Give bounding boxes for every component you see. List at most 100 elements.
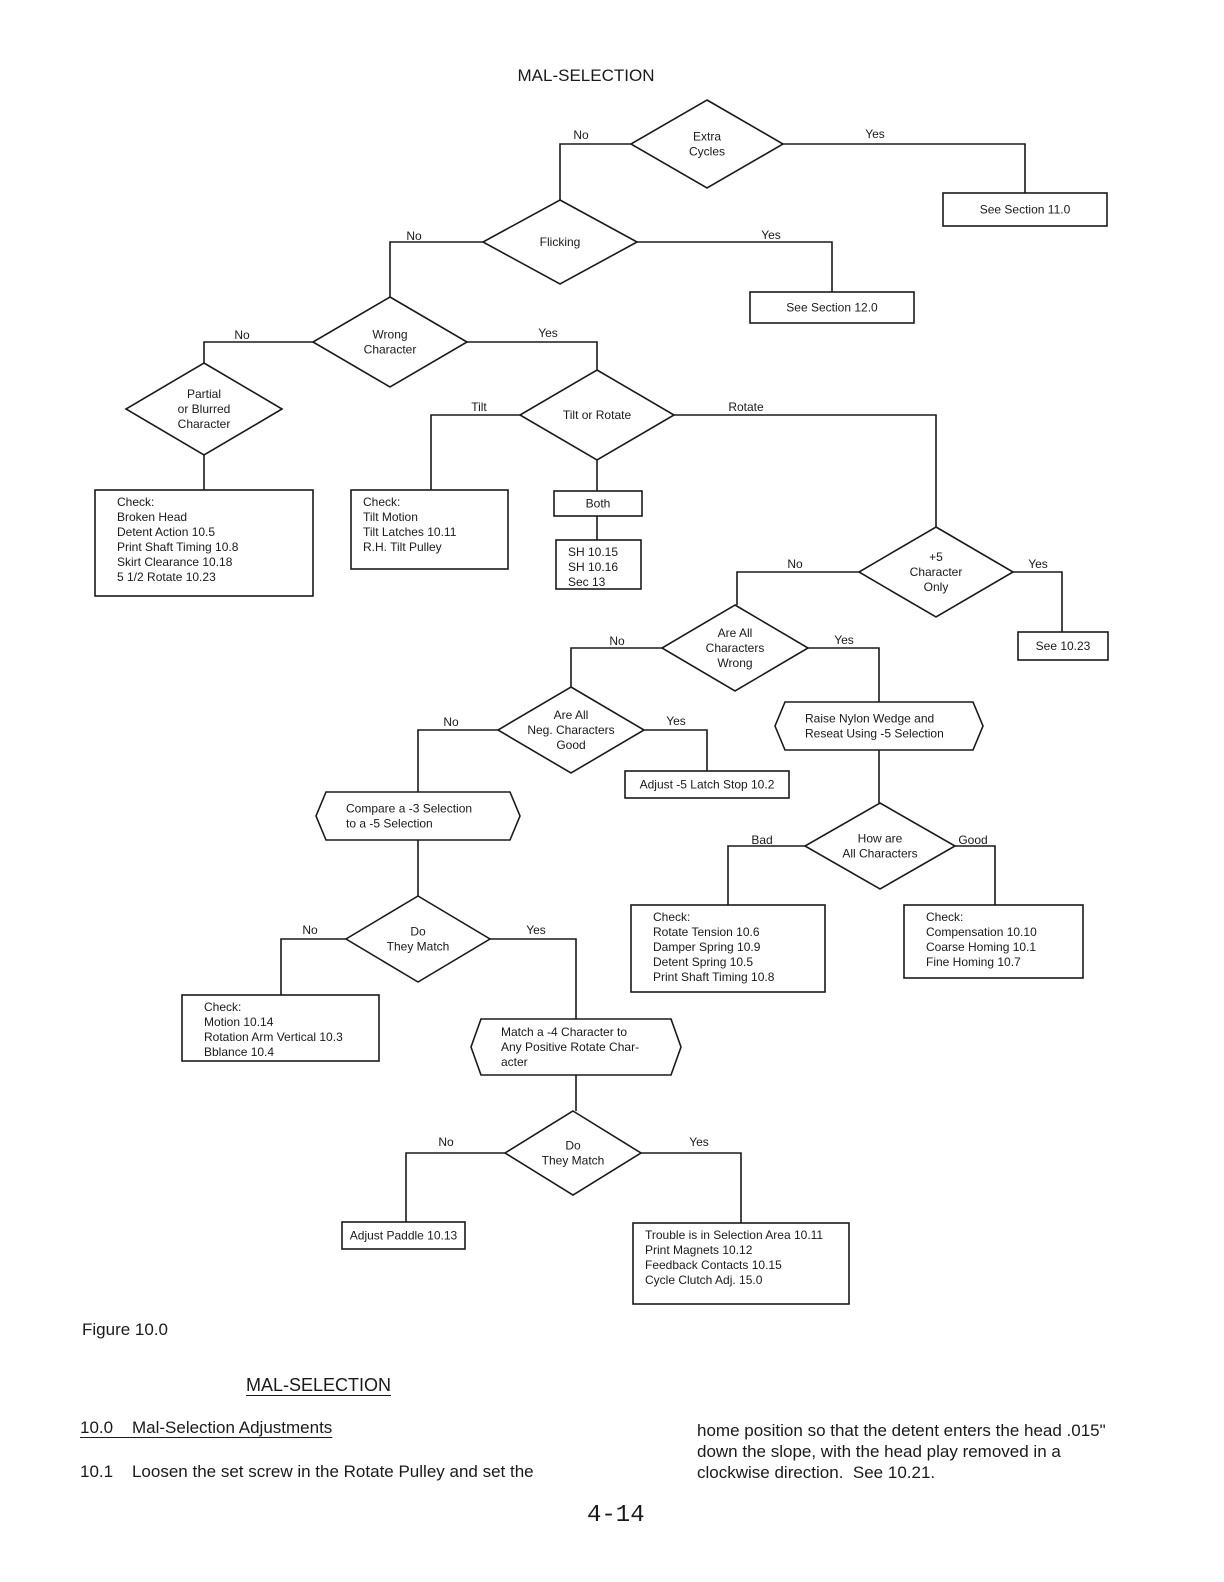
edge-label-match1-yes: Yes [526, 923, 546, 937]
allwrong-label: Characters [706, 641, 765, 655]
chart-title: MAL-SELECTION [518, 66, 655, 85]
section-heading: 10.0 Mal-Selection Adjustments [80, 1418, 333, 1437]
checkrot-label: Detent Spring 10.5 [653, 955, 753, 969]
plus5-label: Character [910, 565, 963, 579]
edge-label-flick-yes: Yes [761, 228, 781, 242]
connector-line [1013, 571, 1063, 632]
connector-line [955, 845, 996, 905]
howare-label: All Characters [842, 847, 917, 861]
plus5-label: +5 [929, 550, 943, 564]
checkmot-label: Rotation Arm Vertical 10.3 [204, 1030, 343, 1044]
allwrong-label: Wrong [717, 656, 752, 670]
section-title: MAL-SELECTION [246, 1375, 392, 1395]
edge-label-flick-no: No [406, 229, 422, 243]
process-box [749, 291, 915, 324]
edge-label-neggood-no: No [443, 715, 459, 729]
extra-label: Cycles [689, 145, 725, 159]
process-box [341, 1221, 466, 1250]
partial-label: Partial [187, 387, 221, 401]
paddle-label: Adjust Paddle 10.13 [350, 1229, 458, 1243]
sh-label: SH 10.15 [568, 545, 618, 559]
check1-label: Print Shaft Timing 10.8 [117, 540, 239, 554]
sh-label: SH 10.16 [568, 560, 618, 574]
trouble-label: Print Magnets 10.12 [645, 1243, 753, 1257]
raise-label: Reseat Using -5 Selection [805, 727, 944, 741]
paragraph-right-line: down the slope, with the head play remov… [697, 1442, 1061, 1461]
checkrot-label: Damper Spring 10.9 [653, 940, 761, 954]
adjlatch-label: Adjust -5 Latch Stop 10.2 [640, 778, 775, 792]
trouble-label: Feedback Contacts 10.15 [645, 1258, 782, 1272]
howare-label: How are [858, 832, 903, 846]
process-box [350, 489, 509, 570]
edge-label-match2-no: No [438, 1135, 454, 1149]
edge-label-extra-no: No [573, 128, 589, 142]
check1-label: Skirt Clearance 10.18 [117, 555, 233, 569]
edge-label-howare-good: Good [958, 833, 987, 847]
checkcomp-label: Coarse Homing 10.1 [926, 940, 1036, 954]
edge-label-allwrong-yes: Yes [834, 633, 854, 647]
connector-line [467, 341, 598, 370]
checkmot-label: Check: [204, 1000, 241, 1014]
connector-line [808, 647, 880, 702]
connector-line [570, 647, 662, 687]
connector-line [490, 938, 577, 1019]
see1023-label: See 10.23 [1036, 639, 1091, 653]
connector-line [644, 729, 708, 771]
decision-diamond [660, 604, 810, 692]
process-box [181, 994, 380, 1062]
process-box [553, 490, 643, 517]
match1-label: They Match [387, 940, 450, 954]
check1-label: Broken Head [117, 510, 187, 524]
connector-line [280, 938, 346, 995]
partial-label: or Blurred [178, 402, 231, 416]
process-box [1017, 631, 1109, 661]
process-box [624, 770, 790, 799]
process-box [903, 904, 1084, 979]
match4-label: Match a -4 Character to [501, 1025, 627, 1039]
neggood-label: Are All [554, 708, 589, 722]
decision-diamond [311, 296, 469, 388]
match2-label: Do [565, 1139, 581, 1153]
wrong-label: Wrong [372, 328, 407, 342]
connector-line [727, 845, 805, 905]
connector-line [674, 414, 937, 527]
decision-diamond [629, 99, 785, 189]
sec12-label: See Section 12.0 [786, 301, 878, 315]
checkrot-label: Print Shaft Timing 10.8 [653, 970, 775, 984]
check2-label: Tilt Latches 10.11 [363, 525, 457, 539]
action-hexagon [315, 791, 521, 841]
paragraph-right-line: clockwise direction. See 10.21. [697, 1463, 936, 1482]
sec11-label: See Section 11.0 [980, 203, 1071, 217]
compare-label: to a -5 Selection [346, 817, 433, 831]
connector-line [783, 143, 1026, 193]
edge-label-tilt-tilt: Tilt [471, 400, 487, 414]
tilt-label: Tilt or Rotate [563, 408, 632, 422]
decision-diamond [481, 199, 639, 285]
edge-label-extra-yes: Yes [865, 127, 885, 141]
page-number: 4-14 [587, 1502, 645, 1529]
action-hexagon [470, 1018, 682, 1076]
neggood-label: Neg. Characters [527, 723, 614, 737]
connector-line [405, 1152, 505, 1222]
edge-label-match1-no: No [302, 923, 318, 937]
edge-label-neggood-yes: Yes [666, 714, 686, 728]
flick-label: Flicking [540, 235, 581, 249]
checkmot-label: Bblance 10.4 [204, 1045, 274, 1059]
checkmot-label: Motion 10.14 [204, 1015, 274, 1029]
check2-label: R.H. Tilt Pulley [363, 540, 442, 554]
connector-line [637, 241, 833, 292]
decision-diamond [124, 362, 284, 456]
connector-line [430, 414, 520, 490]
decision-diamond [518, 369, 676, 461]
decision-diamond [803, 802, 957, 890]
match1-label: Do [410, 925, 426, 939]
decision-diamond [857, 526, 1015, 618]
checkrot-label: Rotate Tension 10.6 [653, 925, 760, 939]
check2-label: Check: [363, 495, 400, 509]
check2-label: Tilt Motion [363, 510, 418, 524]
check1-label: 5 1/2 Rotate 10.23 [117, 570, 216, 584]
check1-label: Check: [117, 495, 154, 509]
checkcomp-label: Compensation 10.10 [926, 925, 1037, 939]
edge-label-plus5-no: No [787, 557, 803, 571]
